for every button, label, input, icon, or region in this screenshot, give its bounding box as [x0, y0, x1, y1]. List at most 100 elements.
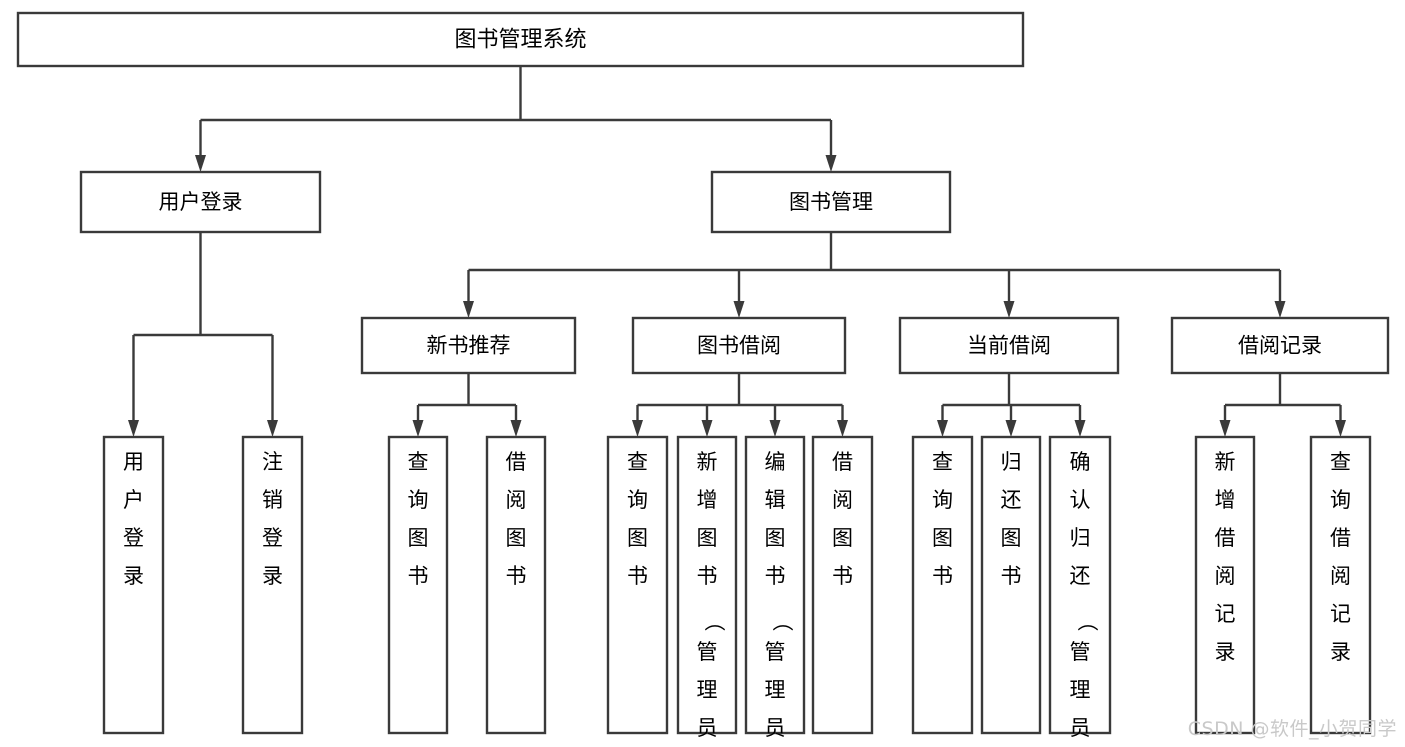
arrow-head-icon — [128, 420, 139, 437]
node-current-borrow[interactable]: 当前借阅 — [898, 316, 1120, 375]
node-label-char: 书 — [765, 564, 786, 588]
node-box — [16, 11, 1025, 68]
node-label-char: 管 — [1070, 640, 1091, 664]
node-label: 图书管理系统 — [454, 28, 586, 53]
node-label-char: 查 — [1330, 450, 1351, 474]
node-label-char: 书 — [627, 564, 648, 588]
node-box — [387, 435, 449, 735]
node-label-char: 阅 — [1215, 564, 1236, 588]
arrow-head-icon — [1005, 420, 1017, 437]
node-label-char: 理 — [697, 678, 718, 702]
node-leaf-user-login[interactable]: 用户登录 — [102, 435, 165, 735]
node-label-char: 用 — [123, 450, 144, 474]
node-label-char: 阅 — [506, 488, 527, 512]
connector-group — [937, 373, 1086, 437]
node-label-char: 书 — [932, 564, 953, 588]
node-borrow-record[interactable]: 借阅记录 — [1170, 316, 1390, 375]
node-box — [360, 316, 577, 375]
node-box — [241, 435, 304, 735]
node-box — [1048, 435, 1112, 735]
node-label-char: 编 — [765, 450, 786, 474]
node-box — [911, 435, 974, 735]
node-book-borrow[interactable]: 图书借阅 — [631, 316, 847, 375]
node-label-char: 图 — [832, 526, 853, 550]
node-label-char: 注 — [262, 450, 283, 474]
node-label-char: 借 — [1215, 526, 1236, 550]
connector-group — [195, 66, 837, 172]
node-box — [744, 435, 806, 735]
nodes-layer: 图书管理系统用户登录图书管理新书推荐图书借阅当前借阅借阅记录用户登录注销登录查询… — [16, 11, 1390, 747]
connector-group — [632, 373, 848, 437]
node-user-login[interactable]: 用户登录 — [79, 170, 322, 234]
connector-group — [412, 373, 522, 437]
node-label: 当前借阅 — [967, 334, 1051, 358]
node-label-char: 查 — [932, 450, 953, 474]
arrow-head-icon — [701, 420, 713, 437]
node-label-char: 询 — [408, 488, 429, 512]
node-label: 图书管理 — [789, 190, 873, 214]
arrow-head-icon — [1003, 301, 1015, 318]
node-label-char: 确 — [1070, 450, 1091, 474]
node-label-char: 记 — [1215, 602, 1236, 626]
node-box — [898, 316, 1120, 375]
arrow-head-icon — [837, 420, 848, 437]
node-label-char: 借 — [506, 450, 527, 474]
arrow-head-icon — [1219, 420, 1231, 437]
node-label-char: 录 — [262, 564, 283, 588]
node-label-char: 图 — [932, 526, 953, 550]
arrow-head-icon — [825, 155, 837, 172]
node-box — [1170, 316, 1390, 375]
node-box — [1309, 435, 1372, 735]
node-box — [676, 435, 738, 735]
node-label-char: 理 — [1070, 678, 1091, 702]
node-label: 图书借阅 — [697, 334, 781, 358]
node-label-char: （ — [770, 611, 794, 632]
node-label-char: 管 — [697, 640, 718, 664]
node-label-char: 员 — [697, 716, 718, 740]
node-label-char: 书 — [408, 564, 429, 588]
node-label-char: 员 — [1070, 716, 1091, 740]
node-box — [79, 170, 322, 234]
node-label-char: 书 — [697, 564, 718, 588]
node-label-char: 查 — [627, 450, 648, 474]
node-undefined[interactable]: 图书管理系统 — [16, 11, 1025, 68]
node-label-char: 管 — [765, 640, 786, 664]
arrow-head-icon — [195, 155, 206, 172]
node-label-char: 图 — [1001, 526, 1022, 550]
arrow-head-icon — [1335, 420, 1346, 437]
arrow-head-icon — [769, 420, 781, 437]
connectors-layer — [128, 66, 1346, 437]
node-label-char: 阅 — [832, 488, 853, 512]
node-box — [710, 170, 952, 234]
node-label-char: 增 — [1215, 488, 1236, 512]
node-box — [631, 316, 847, 375]
arrow-head-icon — [463, 301, 474, 318]
node-label-char: 还 — [1070, 564, 1091, 588]
arrow-head-icon — [267, 420, 278, 437]
node-label-char: 询 — [627, 488, 648, 512]
node-label-char: 户 — [123, 488, 144, 512]
node-label-char: 销 — [262, 488, 283, 512]
csdn-watermark: CSDN @软件_小贺同学 — [1187, 718, 1397, 740]
node-new-book-recommend[interactable]: 新书推荐 — [360, 316, 577, 375]
node-label-char: 图 — [506, 526, 527, 550]
connector-group — [128, 232, 278, 437]
node-label-char: （ — [702, 611, 726, 632]
node-label-char: 图 — [697, 526, 718, 550]
node-label-char: 员 — [765, 716, 786, 740]
node-label-char: 归 — [1070, 526, 1091, 550]
node-book-manage[interactable]: 图书管理 — [710, 170, 952, 234]
